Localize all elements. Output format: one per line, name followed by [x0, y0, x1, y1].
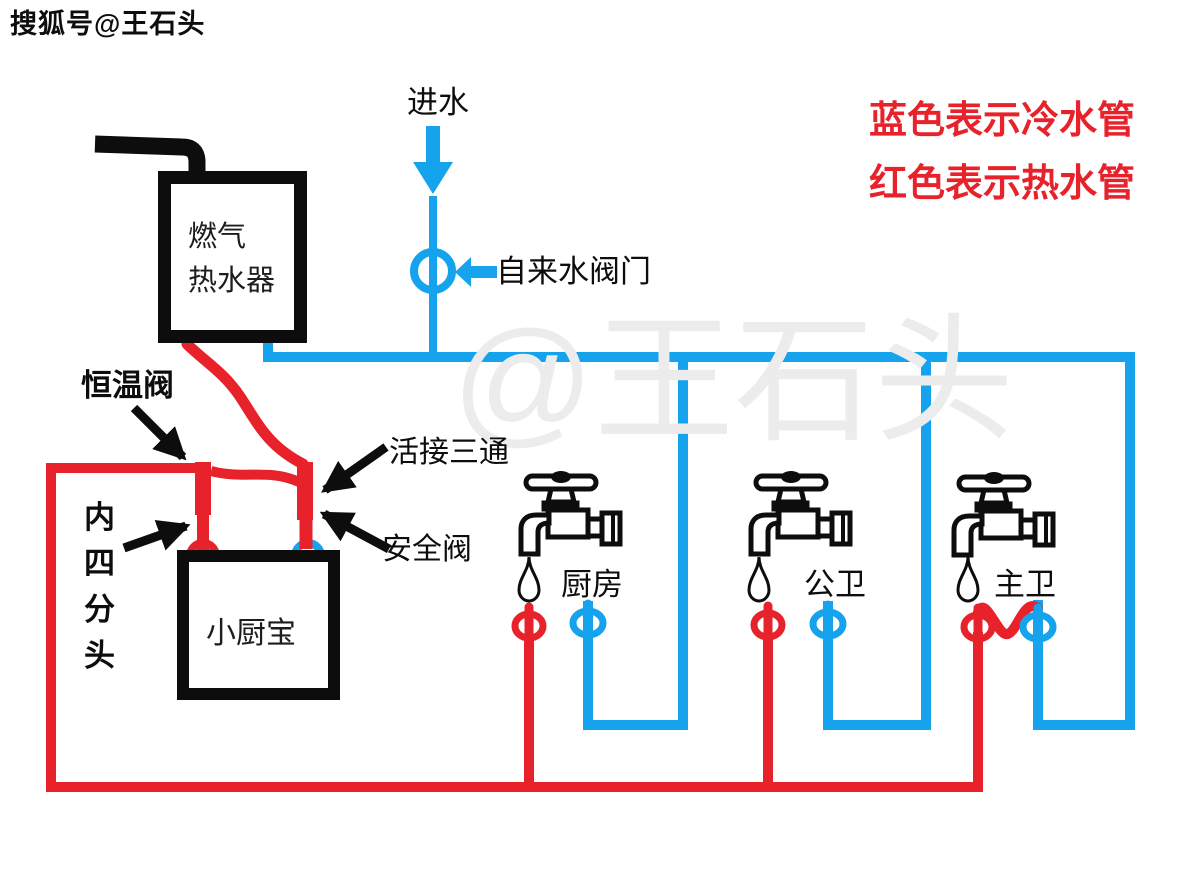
inlet-arrow-icon — [413, 126, 453, 194]
callout-arrows — [122, 404, 392, 553]
cold-valve-public-icon — [809, 600, 847, 650]
tap-valve-pointer-arrow-icon — [455, 257, 497, 287]
cold-branch-kitchen — [583, 352, 688, 730]
master-bath-faucet-icon — [954, 472, 1053, 555]
public-bath-faucet-icon — [751, 471, 850, 554]
kitchen-faucet-icon — [521, 471, 620, 554]
thermostatic-valve-arrow-icon — [130, 404, 187, 461]
safety-valve-label: 安全阀 — [382, 533, 472, 566]
master-loop-curve-pipe — [973, 601, 1043, 639]
gas-water-heater-box — [158, 171, 307, 343]
tap-water-valve-label: 自来水阀门 — [496, 254, 651, 289]
hot-valve-master-icon — [960, 603, 996, 652]
tap-water-valve-icon — [410, 248, 456, 294]
cold-main-pipe — [263, 343, 1135, 730]
master-bath-drip-icon — [956, 555, 980, 603]
kitchen-drip-icon — [517, 555, 541, 603]
gas-heater-label-line1: 燃气 — [188, 221, 247, 253]
thermostatic-valve-label: 恒温阀 — [81, 368, 174, 403]
inner-quarter-fitting-label: 内四分头 — [84, 500, 115, 673]
exhaust-flue-icon — [94, 135, 206, 177]
hot-valve-public-icon — [750, 601, 786, 650]
safety-valve-arrow-icon — [319, 510, 392, 553]
cold-branch-public — [823, 352, 931, 730]
cold-valve-master-icon — [1019, 603, 1057, 653]
quarter-fitting-arrow-icon — [122, 519, 191, 553]
legend-cold-note: 蓝色表示冷水管 — [869, 100, 1136, 142]
public-bathroom-label: 公卫 — [804, 567, 866, 602]
valve-cross-pipe — [209, 466, 302, 487]
cold-valve-kitchen-icon — [569, 599, 607, 649]
hot-main-loop-pipe — [46, 463, 983, 792]
watermark: @王石头 — [452, 302, 1015, 459]
union-tee-arrow-icon — [321, 443, 389, 494]
legend-hot-note: 红色表示热水管 — [869, 163, 1136, 205]
kitchen-label: 厨房 — [561, 567, 623, 602]
hot-valve-kitchen-icon — [511, 602, 547, 651]
heater-hot-outlet-pipe — [181, 338, 309, 470]
master-bathroom-label: 主卫 — [994, 567, 1056, 602]
brand-byline: 搜狐号@王石头 — [10, 9, 206, 39]
mini-kitchen-heater-box — [177, 550, 340, 700]
appliances — [94, 135, 340, 700]
gas-heater-label-line2: 热水器 — [188, 265, 276, 297]
cold-water-pipes — [263, 126, 1135, 730]
angle-valves — [511, 599, 1057, 653]
union-tee-label: 活接三通 — [389, 436, 509, 469]
water-inlet-label: 进水 — [407, 85, 469, 120]
mini-kitchen-heater-label: 小厨宝 — [206, 617, 296, 650]
public-bath-drip-icon — [747, 555, 771, 603]
